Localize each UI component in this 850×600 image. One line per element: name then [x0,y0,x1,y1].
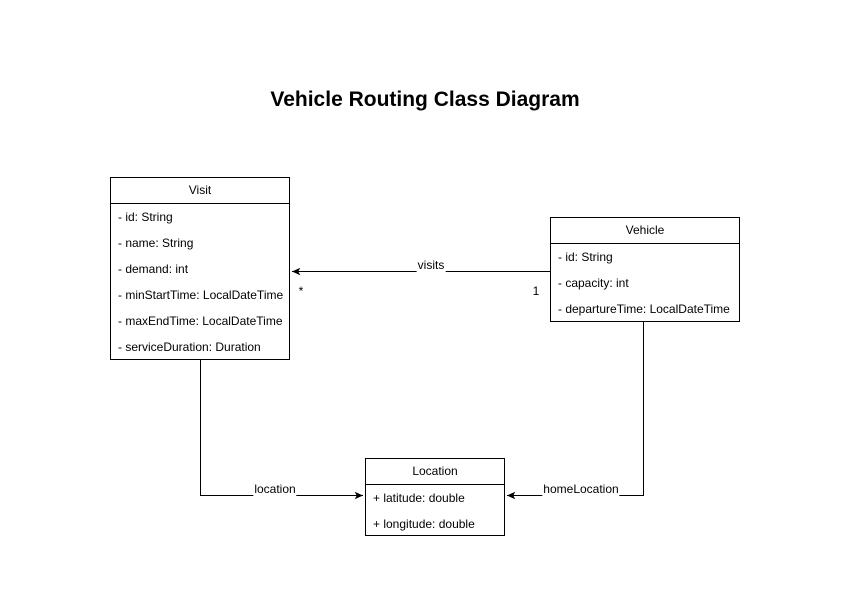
class-attribute: - maxEndTime: LocalDateTime [118,314,283,328]
multiplicity-visit-many: * [298,284,304,298]
edge-label-location: location [253,482,297,496]
class-attribute: - id: String [558,250,613,264]
class-name-location: Location [366,459,504,485]
class-attribute: - capacity: int [558,276,629,290]
class-name-vehicle: Vehicle [551,218,739,244]
class-attribute: - demand: int [118,262,189,276]
diagram-title: Vehicle Routing Class Diagram [270,88,580,111]
edge-label-home-location: homeLocation [542,482,620,496]
multiplicity-vehicle-one: 1 [532,284,540,298]
class-name-visit: Visit [111,178,289,204]
class-box-location[interactable]: Location + latitude: double + longitude:… [365,458,505,536]
class-attribute: - name: String [118,236,194,250]
class-box-visit[interactable]: Visit - id: String - name: String - dema… [110,177,290,360]
edge-visit-location[interactable] [200,360,364,500]
class-attribute: - serviceDuration: Duration [118,340,261,354]
class-attribute: - minStartTime: LocalDateTime [118,288,284,302]
class-attribute: + longitude: double [373,517,475,531]
class-attribute: - id: String [118,210,173,224]
edge-vehicle-home-location[interactable] [506,322,644,500]
class-attribute: - departureTime: LocalDateTime [558,302,730,316]
edge-label-visits: visits [416,258,446,272]
class-attribute: + latitude: double [373,491,465,505]
class-box-vehicle[interactable]: Vehicle - id: String - capacity: int - d… [550,217,740,322]
